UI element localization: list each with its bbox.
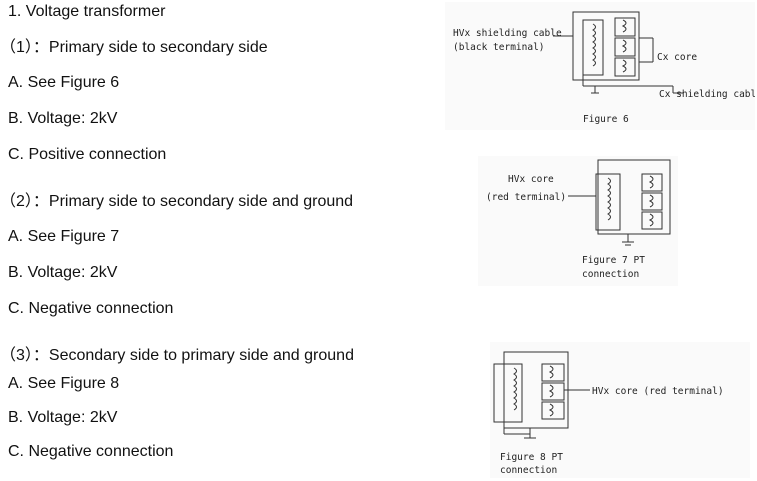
fig7-caption-1: Figure 7 PT <box>582 255 645 266</box>
fig8-frame <box>503 351 569 429</box>
fig8-secondary-coils <box>548 365 554 417</box>
section-title: 1. Voltage transformer <box>8 3 166 20</box>
fig7-primary-coil <box>607 177 611 221</box>
fig7-label-hv-2: (red terminal) <box>486 192 566 203</box>
figure-8: HVx core (red terminal) Figure 8 PT conn… <box>490 342 750 478</box>
fig8-primary-box <box>493 363 523 423</box>
fig6-label-hv-2: (black terminal) <box>453 42 545 53</box>
sec1-item-c: C. Positive connection <box>8 146 167 163</box>
fig6-label-cx-core: Cx core <box>657 52 697 63</box>
sec3-heading: （3）：Secondary side to primary side and g… <box>0 347 354 364</box>
sec2-item-a: A. See Figure 7 <box>8 228 120 245</box>
fig7-coil-3 <box>641 211 663 230</box>
fig7-primary-box <box>595 173 621 231</box>
fig8-coil-2 <box>541 382 565 401</box>
fig6-label-hv-1: HVx shielding cable <box>453 28 562 39</box>
sec3-item-b: B. Voltage: 2kV <box>8 409 118 426</box>
fig7-caption-2: connection <box>582 269 639 280</box>
fig6-caption: Figure 6 <box>583 114 629 125</box>
fig7-coil-1 <box>641 173 663 192</box>
fig8-caption-2: connection <box>500 465 557 476</box>
fig6-primary-box <box>582 19 604 76</box>
fig6-frame <box>572 11 640 81</box>
fig8-label-hv: HVx core (red terminal) <box>592 386 724 397</box>
fig6-label-cx-shield: Cx shielding cable <box>659 89 755 100</box>
fig6-coil-1 <box>614 17 636 37</box>
sec1-item-a: A. See Figure 6 <box>8 74 120 91</box>
sec2-item-b: B. Voltage: 2kV <box>8 264 118 281</box>
sec1-item-b: B. Voltage: 2kV <box>8 110 118 127</box>
fig8-primary-coil <box>513 367 517 411</box>
sec3-item-a: A. See Figure 8 <box>8 375 120 392</box>
fig8-caption-1: Figure 8 PT <box>500 452 563 463</box>
fig8-coil-1 <box>541 363 565 382</box>
fig6-coil-2 <box>614 37 636 57</box>
figure-7: HVx core (red terminal) Figure 7 PT conn… <box>478 156 678 286</box>
fig7-frame <box>597 159 671 235</box>
fig7-label-hv-1: HVx core <box>508 174 554 185</box>
fig7-secondary-coils <box>648 175 654 227</box>
fig8-coil-3 <box>541 401 565 420</box>
figure-6: HVx shielding cable (black terminal) Cx … <box>445 2 755 130</box>
fig6-primary-coil <box>592 23 596 67</box>
fig6-coil-3 <box>614 57 636 77</box>
sec3-item-c: C. Negative connection <box>8 443 174 460</box>
fig6-secondary-coils <box>621 19 627 73</box>
sec2-item-c: C. Negative connection <box>8 300 174 317</box>
sec1-heading: （1）：Primary side to secondary side <box>0 39 268 56</box>
fig7-coil-2 <box>641 192 663 211</box>
sec2-heading: （2）：Primary side to secondary side and g… <box>0 193 354 210</box>
